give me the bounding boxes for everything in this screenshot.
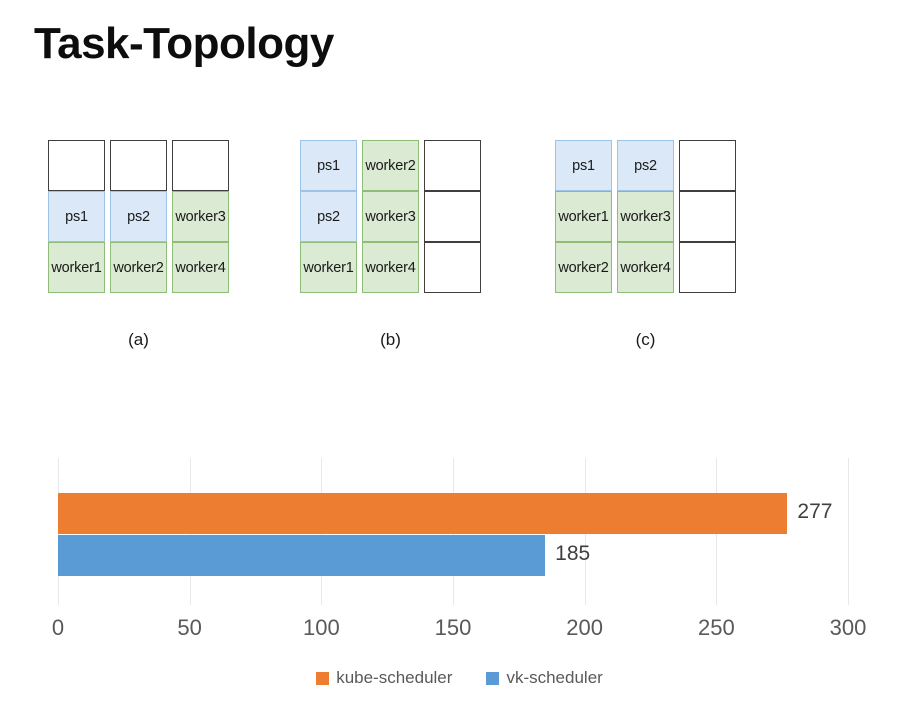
x-axis-tick-label: 300 bbox=[829, 615, 867, 640]
x-axis-tick-label: 100 bbox=[302, 615, 340, 640]
topology-slot-worker3: worker3 bbox=[172, 191, 229, 242]
topology-slot-ps1: ps1 bbox=[555, 140, 612, 191]
bar-chart: 277 185 0 50 100 150 200 250 300 kube-schedule… bbox=[0, 440, 919, 720]
x-axis-tick-label: 0 bbox=[51, 615, 65, 640]
topology-slot-worker3: worker3 bbox=[362, 191, 419, 242]
topology-slot-empty bbox=[172, 140, 229, 191]
topology-slot-worker4: worker4 bbox=[362, 242, 419, 293]
bar-value-label-kube-scheduler: 277 bbox=[797, 500, 833, 523]
topology-slot-worker3: worker3 bbox=[617, 191, 674, 242]
topology-slot-empty bbox=[424, 191, 481, 242]
topology-slot-worker4: worker4 bbox=[617, 242, 674, 293]
topology-slot-empty bbox=[110, 140, 167, 191]
chart-x-axis: 0 50 100 150 200 250 300 bbox=[0, 615, 919, 655]
topology-slot-empty bbox=[48, 140, 105, 191]
topology-caption: (c) bbox=[635, 330, 656, 349]
legend-swatch-icon bbox=[486, 671, 500, 685]
bar-kube-scheduler bbox=[58, 493, 788, 534]
topology-caption: (a) bbox=[128, 330, 149, 349]
legend-label: kube-scheduler bbox=[336, 668, 453, 687]
topology-slot-empty bbox=[679, 242, 736, 293]
topology-slot-ps2: ps2 bbox=[617, 140, 674, 191]
topology-slot-empty bbox=[424, 140, 481, 191]
topology-slot-worker1: worker1 bbox=[48, 242, 105, 293]
topology-slot-ps1: ps1 bbox=[300, 140, 357, 191]
topology-slot-empty bbox=[679, 140, 736, 191]
chart-plot-area: 277 185 bbox=[58, 458, 849, 605]
legend-item-vk-scheduler[interactable]: vk-scheduler bbox=[486, 668, 603, 688]
chart-legend: kube-scheduler vk-scheduler bbox=[0, 668, 919, 688]
bar-vk-scheduler bbox=[58, 535, 546, 576]
gridline bbox=[848, 458, 849, 605]
topology-slot-worker2: worker2 bbox=[110, 242, 167, 293]
legend-swatch-icon bbox=[316, 671, 330, 685]
topology-slot-worker4: worker4 bbox=[172, 242, 229, 293]
x-axis-tick-label: 200 bbox=[566, 615, 604, 640]
legend-item-kube-scheduler[interactable]: kube-scheduler bbox=[316, 668, 452, 688]
topology-node bbox=[424, 140, 481, 293]
topology-slot-empty bbox=[424, 242, 481, 293]
topology-slot-worker2: worker2 bbox=[362, 140, 419, 191]
topology-node bbox=[679, 140, 736, 293]
topology-caption: (b) bbox=[380, 330, 401, 349]
topology-slot-ps1: ps1 bbox=[48, 191, 105, 242]
bar-value-label-vk-scheduler: 185 bbox=[555, 542, 591, 565]
topology-slot-ps2: ps2 bbox=[110, 191, 167, 242]
page-title: Task-Topology bbox=[34, 19, 334, 68]
topology-slot-worker2: worker2 bbox=[555, 242, 612, 293]
x-axis-tick-label: 150 bbox=[434, 615, 472, 640]
legend-label: vk-scheduler bbox=[506, 668, 603, 687]
x-axis-tick-label: 50 bbox=[177, 615, 202, 640]
x-axis-tick-label: 250 bbox=[697, 615, 735, 640]
topology-slot-worker1: worker1 bbox=[555, 191, 612, 242]
topology-slot-empty bbox=[679, 191, 736, 242]
topology-slot-worker1: worker1 bbox=[300, 242, 357, 293]
topology-slot-ps2: ps2 bbox=[300, 191, 357, 242]
